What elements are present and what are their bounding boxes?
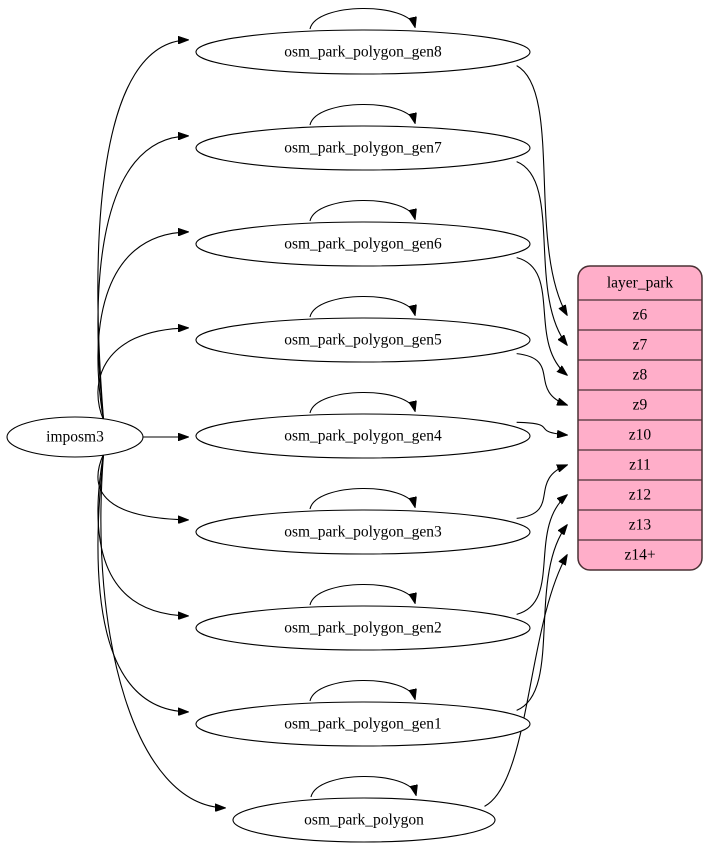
node-gen2-shape — [195, 605, 531, 651]
node-gen8-shape — [195, 29, 531, 75]
node-polygon-label: osm_park_polygon — [304, 812, 424, 829]
node-gen5[interactable]: osm_park_polygon_gen5 — [195, 317, 531, 363]
edge-gen1-to-z13 — [516, 525, 567, 711]
edges-self-loops — [309, 8, 416, 798]
layer-park-row-z7[interactable] — [578, 330, 702, 360]
edge-gen8-to-z6 — [516, 65, 567, 315]
self-loop-gen8 — [309, 8, 415, 30]
node-gen6[interactable]: osm_park_polygon_gen6 — [195, 221, 531, 267]
self-loop-polygon — [310, 776, 416, 798]
self-loop-gen6 — [309, 200, 415, 222]
node-polygon-shape — [232, 797, 496, 843]
node-gen3[interactable]: osm_park_polygon_gen3 — [195, 509, 531, 555]
edge-gen3-to-z11 — [516, 465, 567, 519]
layer-park-row-label-z12: z12 — [629, 487, 651, 504]
layer-park-row-z13[interactable] — [578, 510, 702, 540]
edge-gen4-to-z10 — [516, 421, 567, 435]
edge-imposm3-to-gen3 — [97, 453, 188, 520]
layer-park-row-z9[interactable] — [578, 390, 702, 420]
layer-park-table: layer_park z6 z7 z8 z9 z10 z11 z12 z13 z14+ — [577, 265, 703, 571]
self-loop-gen5 — [309, 296, 415, 318]
layer-park-header-cell — [578, 266, 702, 300]
node-gen7[interactable]: osm_park_polygon_gen7 — [195, 125, 531, 171]
node-imposm3-label: imposm3 — [46, 429, 104, 446]
node-gen2-label: osm_park_polygon_gen2 — [284, 620, 442, 637]
layer-park-row-z10[interactable] — [578, 420, 702, 450]
edge-gen7-to-z7 — [516, 161, 567, 345]
node-gen1-label: osm_park_polygon_gen1 — [284, 716, 442, 733]
layer-park-row-z11[interactable] — [578, 450, 702, 480]
node-gen8[interactable]: osm_park_polygon_gen8 — [195, 29, 531, 75]
edge-imposm3-to-gen2 — [97, 453, 188, 616]
edge-imposm3-to-gen7 — [97, 136, 188, 421]
layer-park-row-label-z14+: z14+ — [624, 547, 655, 564]
node-gen4[interactable]: osm_park_polygon_gen4 — [195, 413, 531, 459]
layer-park-row-z14+[interactable] — [578, 540, 702, 570]
node-imposm3[interactable]: imposm3 — [6, 416, 144, 458]
node-ellipses: imposm3 osm_park_polygon_gen8 osm_park_pol… — [6, 29, 531, 843]
layer-park-row-label-z10: z10 — [629, 427, 652, 444]
layer-park-row-label-z7: z7 — [633, 337, 648, 354]
layer-park-row-z8[interactable] — [578, 360, 702, 390]
node-gen7-shape — [195, 125, 531, 171]
self-loop-gen7 — [309, 104, 415, 126]
layer-park-row-label-z8: z8 — [633, 367, 648, 384]
edges-imposm3-to-tables — [97, 40, 225, 808]
layer-park-row-z12[interactable] — [578, 480, 702, 510]
layer-park-outline — [577, 265, 703, 571]
edge-polygon-to-z14+ — [484, 555, 567, 807]
edge-gen5-to-z9 — [516, 353, 567, 405]
edge-gen2-to-z12 — [516, 495, 567, 615]
node-gen5-label: osm_park_polygon_gen5 — [284, 332, 442, 349]
node-polygon[interactable]: osm_park_polygon — [232, 797, 496, 843]
node-gen6-shape — [195, 221, 531, 267]
node-gen3-shape — [195, 509, 531, 555]
node-gen6-label: osm_park_polygon_gen6 — [284, 236, 442, 253]
node-gen4-label: osm_park_polygon_gen4 — [284, 428, 442, 445]
layer-park-row-z6[interactable] — [578, 300, 702, 330]
layer-park-row-label-z11: z11 — [629, 457, 651, 474]
node-gen5-shape — [195, 317, 531, 363]
node-gen1-shape — [195, 701, 531, 747]
node-imposm3-shape — [6, 416, 144, 458]
layer-park-row-label-z9: z9 — [633, 397, 648, 414]
self-loop-gen3 — [309, 488, 415, 510]
self-loop-gen2 — [309, 584, 415, 606]
edge-imposm3-to-polygon — [100, 453, 225, 808]
node-gen3-label: osm_park_polygon_gen3 — [284, 524, 442, 541]
node-gen4-shape — [195, 413, 531, 459]
layer-park-header-label: layer_park — [607, 275, 674, 292]
edge-imposm3-to-gen6 — [97, 232, 188, 421]
edge-imposm3-to-gen5 — [97, 328, 188, 421]
node-gen7-label: osm_park_polygon_gen7 — [284, 140, 442, 157]
edge-imposm3-to-gen1 — [97, 453, 188, 712]
self-loop-gen1 — [309, 680, 415, 702]
edges-tables-to-layer — [484, 65, 567, 807]
layer-park-row-label-z13: z13 — [629, 517, 652, 534]
edge-gen6-to-z8 — [516, 257, 567, 375]
layer-park-row-label-z6: z6 — [633, 307, 648, 324]
node-gen2[interactable]: osm_park_polygon_gen2 — [195, 605, 531, 651]
node-gen8-label: osm_park_polygon_gen8 — [284, 44, 442, 61]
node-gen1[interactable]: osm_park_polygon_gen1 — [195, 701, 531, 747]
self-loop-gen4 — [309, 392, 415, 414]
edge-imposm3-to-gen8 — [97, 40, 188, 421]
layer-park-body — [578, 266, 702, 570]
